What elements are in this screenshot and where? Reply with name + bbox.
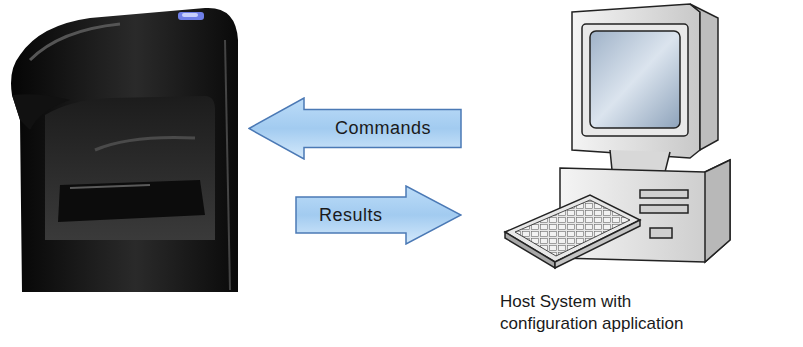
arrow-outline	[249, 98, 461, 159]
fingerprint-scanner	[11, 8, 238, 292]
arrow-node: Results	[295, 185, 462, 245]
arrow-node: Commands	[248, 97, 462, 160]
caption-label: Host System with configuration applicati…	[500, 291, 722, 335]
arrow-outline	[296, 186, 461, 244]
arrow-text: Commands	[335, 118, 431, 139]
arrow-text: Results	[319, 205, 383, 226]
host-computer	[505, 4, 730, 268]
